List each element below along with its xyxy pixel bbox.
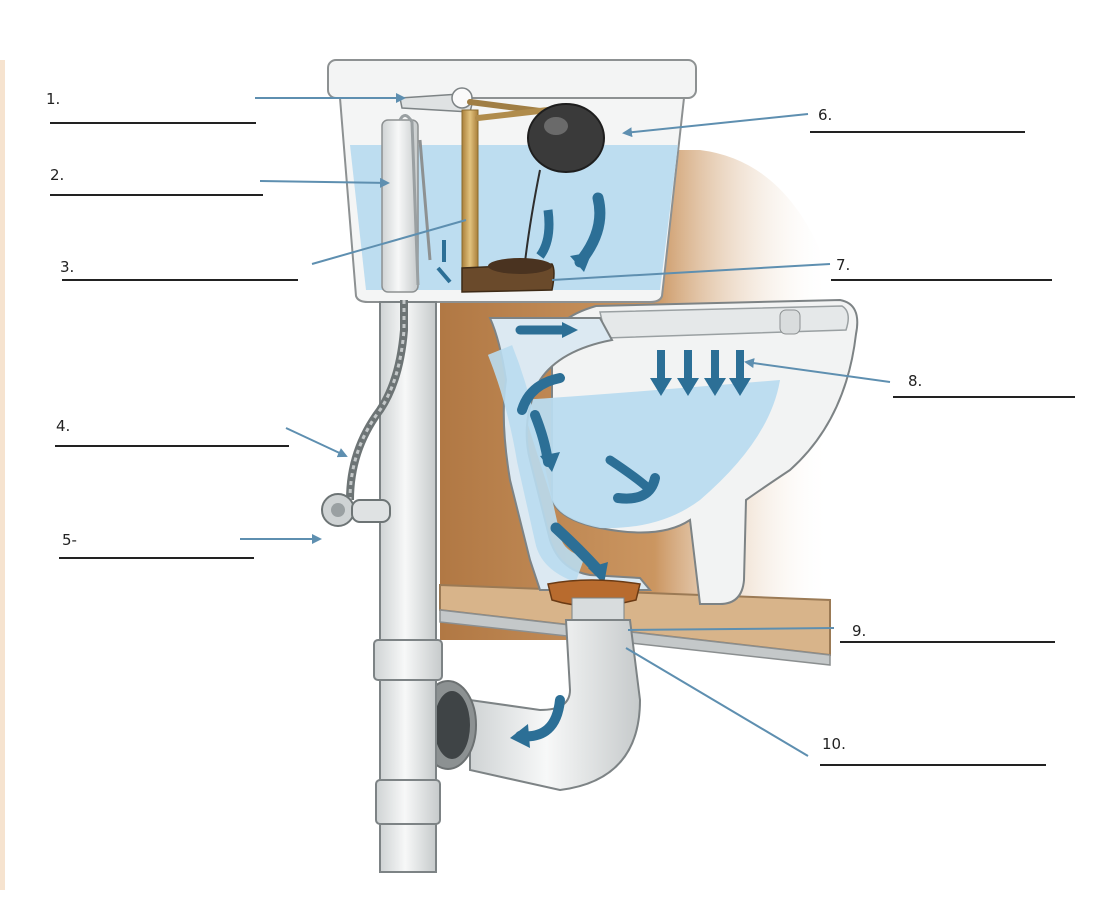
- leader-line-2: [259, 177, 390, 188]
- bowl-water: [520, 380, 780, 529]
- shutoff-valve: [321, 493, 391, 527]
- float-ball: [527, 103, 605, 173]
- leader-line-7: [551, 263, 831, 281]
- label-number-1: 1.: [46, 90, 61, 108]
- answer-blank-2[interactable]: [50, 194, 263, 196]
- leader-line-6: [622, 113, 809, 138]
- leader-line-4: [285, 427, 348, 458]
- closet-bend-pipe: [469, 619, 642, 792]
- tank-water: [350, 145, 678, 290]
- label-number-7: 7.: [836, 256, 851, 274]
- answer-blank-5[interactable]: [59, 557, 254, 559]
- answer-blank-8[interactable]: [893, 396, 1075, 398]
- label-number-2: 2.: [50, 166, 65, 184]
- leader-line-9: [627, 627, 835, 631]
- answer-blank-6[interactable]: [810, 131, 1025, 133]
- label-number-4: 4.: [56, 417, 71, 435]
- label-number-6: 6.: [818, 106, 833, 124]
- label-number-5: 5-: [62, 531, 77, 549]
- answer-blank-7[interactable]: [831, 279, 1052, 281]
- page-edge-strip: [0, 60, 5, 890]
- answer-blank-9[interactable]: [840, 641, 1055, 643]
- tank-lid: [327, 59, 697, 99]
- leader-line-3: [311, 219, 467, 265]
- label-number-8: 8.: [908, 372, 923, 390]
- answer-blank-3[interactable]: [62, 279, 298, 281]
- leader-line-10: [625, 647, 809, 757]
- lift-rod: [461, 109, 479, 271]
- answer-blank-10[interactable]: [820, 764, 1046, 766]
- answer-blank-4[interactable]: [55, 445, 289, 447]
- bowl-flow-arrows: [650, 350, 751, 396]
- answer-blank-1[interactable]: [50, 122, 256, 124]
- label-number-10: 10.: [822, 735, 846, 753]
- label-number-9: 9.: [852, 622, 867, 640]
- label-number-3: 3.: [60, 258, 75, 276]
- leader-line-8: [744, 358, 891, 383]
